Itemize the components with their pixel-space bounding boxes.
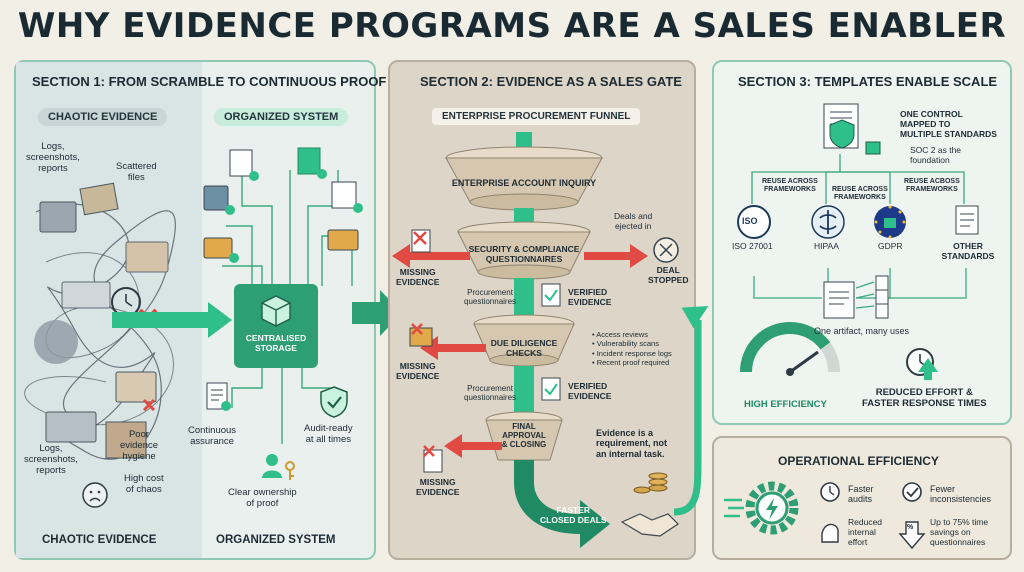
stage-1-label: ENTERPRISE ACCOUNT INQUIRY xyxy=(451,178,597,188)
centralised-storage-box: CENTRALISED STORAGE xyxy=(234,284,318,368)
standard-other: OTHER STANDARDS xyxy=(941,241,995,261)
check-item: • Vulnerability scans xyxy=(592,339,659,349)
one-control-label: ONE CONTROL MAPPED TO MULTIPLE STANDARDS xyxy=(900,109,997,139)
reuse-mid-label: REUSE ACROSS FRAMEWORKS xyxy=(832,186,888,202)
check-item: • Access reviews xyxy=(592,330,648,339)
scattered-files-label: Scattered files xyxy=(116,161,157,183)
verified-evidence-1: VERIFIED EVIDENCE xyxy=(568,287,612,307)
standard-gdpr: GDPR xyxy=(878,241,903,251)
requirement-note: Evidence is a requirement, not an intern… xyxy=(596,428,668,459)
iso-badge-text: ISO xyxy=(742,216,758,226)
footer-chaotic: CHAOTIC EVIDENCE xyxy=(42,534,157,546)
ownership-label: Clear ownership of proof xyxy=(228,487,297,509)
section-4-title: OPERATIONAL EFFICIENCY xyxy=(778,454,939,468)
missing-evidence-3: MISSING EVIDENCE xyxy=(416,477,460,497)
section-1-title: SECTION 1: FROM SCRAMBLE TO CONTINUOUS P… xyxy=(32,74,387,89)
reduced-effort-label: REDUCED EFFORT & FASTER RESPONSE TIMES xyxy=(862,387,987,409)
reduced-effort-item: Reduced internal effort xyxy=(848,517,883,547)
document-feeders xyxy=(203,147,363,286)
shield-check-icon xyxy=(320,386,348,418)
document-shield-icon xyxy=(206,382,231,411)
check-item: • Recent proof required xyxy=(592,358,670,368)
percent-icon-text: % xyxy=(907,524,914,531)
efficiency-icons xyxy=(724,481,926,550)
due-diligence-checklist: • Access reviews • Vulnerability scans •… xyxy=(592,330,672,368)
section-1-panel: SECTION 1: FROM SCRAMBLE TO CONTINUOUS P… xyxy=(14,60,386,560)
owner-key-icon xyxy=(262,454,295,480)
logs-label-top: Logs, screenshots, reports xyxy=(26,141,80,174)
reuse-left-label: REUSE ACROSS FRAMEWORKS xyxy=(762,178,818,194)
cube-icon xyxy=(261,295,291,327)
stage-4-label: FINAL APPROVAL & CLOSING xyxy=(501,422,547,449)
poor-hygiene-label: Poor evidence hygiene xyxy=(120,429,159,462)
chaos-to-system-arrow xyxy=(112,302,232,338)
deals-ejected-label: Deals and ejected in xyxy=(614,211,653,231)
continuous-assurance-label: Continuous assurance xyxy=(188,425,237,447)
high-efficiency-label: HIGH EFFICIENCY xyxy=(744,399,827,410)
missing-evidence-1: MISSING EVIDENCE xyxy=(396,267,440,287)
funnel-title: ENTERPRISE PROCUREMENT FUNNEL xyxy=(432,108,641,125)
template-mapping-diagram xyxy=(737,103,979,380)
chaotic-evidence-pill: CHAOTIC EVIDENCE xyxy=(38,108,168,126)
operational-efficiency-panel: OPERATIONAL EFFICIENCY Faster audits Few… xyxy=(712,436,1012,560)
reuse-right-label: REUSE ACBOSS FRAMEWORKS xyxy=(904,178,960,194)
chaotic-background xyxy=(16,62,202,558)
fewer-inconsistencies-label: Fewer inconsistencies xyxy=(930,484,992,505)
section2-to-3-arrow xyxy=(673,306,709,516)
procurement-funnel xyxy=(392,132,679,548)
check-item: • Incident response logs xyxy=(592,348,672,358)
page-title: WHY EVIDENCE PROGRAMS ARE A SALES ENABLE… xyxy=(17,6,1007,46)
section-2-panel: SECTION 2: EVIDENCE AS A SALES GATE ENTE… xyxy=(388,60,696,560)
soc2-label: SOC 2 as the foundation xyxy=(910,145,962,165)
faster-audits-label: Faster audits xyxy=(848,484,874,505)
footer-organized: ORGANIZED SYSTEM xyxy=(216,534,336,546)
procurement-q-2: Procurement questionnaires xyxy=(464,384,517,403)
one-artifact-label: One artifact, many uses xyxy=(814,326,910,336)
chaos-scribble xyxy=(24,182,176,460)
organized-system-pill: ORGANIZED SYSTEM xyxy=(214,108,349,126)
high-cost-label: High cost of chaos xyxy=(124,473,164,495)
stage-2-label: SECURITY & COMPLIANCE QUESTIONNAIRES xyxy=(468,244,580,264)
missing-evidence-2: MISSING EVIDENCE xyxy=(396,361,440,381)
audit-ready-label: Audit-ready at all times xyxy=(304,423,353,445)
standard-hipaa: HIPAA xyxy=(814,241,839,251)
sad-face-icon xyxy=(82,482,108,508)
deal-stopped-label: DEAL STOPPED xyxy=(648,265,689,285)
section-2-title: SECTION 2: EVIDENCE AS A SALES GATE xyxy=(420,74,682,89)
section-3-title: SECTION 3: TEMPLATES ENABLE SCALE xyxy=(738,74,998,89)
section-3-panel: SECTION 3: TEMPLATES ENABLE SCALE xyxy=(712,60,1012,425)
faster-deals-label: FASTER CLOSED DEALS xyxy=(540,505,607,525)
standard-iso: ISO 27001 xyxy=(732,241,773,251)
time-savings-label: Up to 75% time savings on questionnaires xyxy=(930,517,989,547)
storage-label: CENTRALISED STORAGE xyxy=(245,333,307,353)
verified-evidence-2: VERIFIED EVIDENCE xyxy=(568,381,612,401)
procurement-q-1: Procurement questionnaires xyxy=(464,288,517,307)
stage-3-label: DUE DILIGENCE CHECKS xyxy=(490,338,558,358)
logs-label-bottom: Logs, screenshots, reports xyxy=(24,443,78,476)
